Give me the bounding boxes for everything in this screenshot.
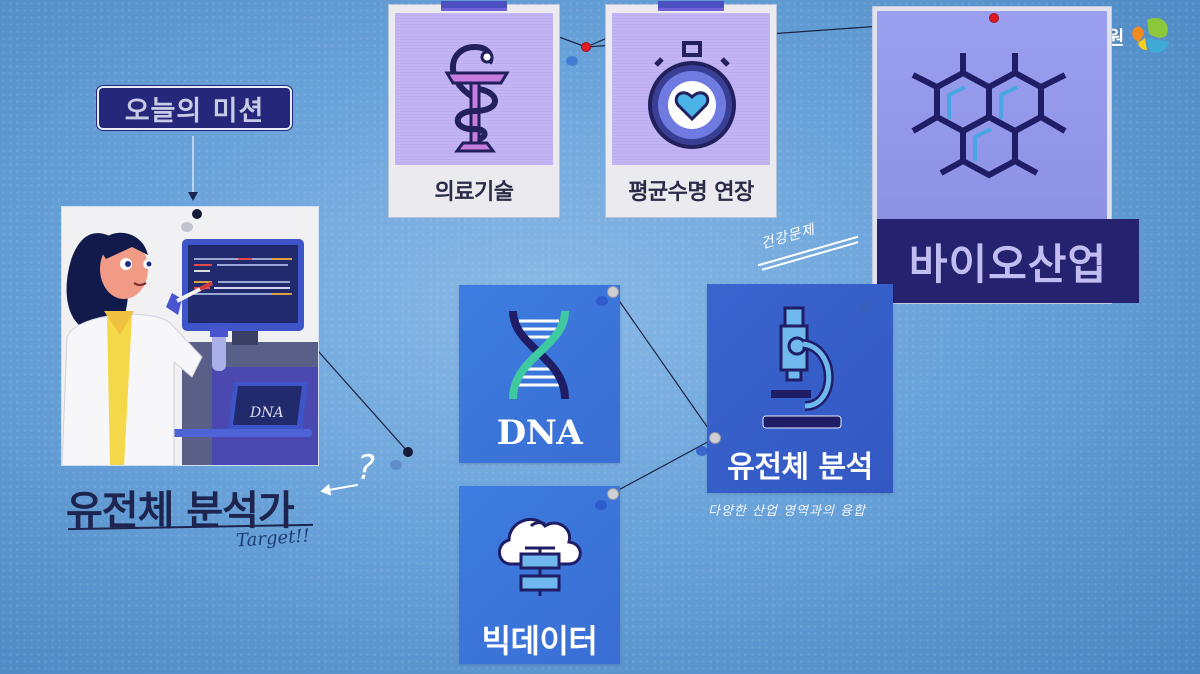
card-label: 유전체 분석 (727, 450, 873, 485)
health-note: 건강문제 (759, 221, 817, 253)
keis-logo-icon (1129, 16, 1171, 56)
pin-gray (607, 488, 619, 500)
question-mark: ? (357, 448, 376, 488)
scientist-illustration: DNA (61, 206, 319, 466)
pin-gray (709, 432, 721, 444)
pin-gray (607, 286, 619, 298)
caduceus-icon (395, 13, 553, 165)
card-label: DNA (496, 413, 583, 453)
pin-red (581, 42, 591, 52)
card-bigdata: 빅데이터 (459, 486, 620, 664)
pin-shadow (595, 500, 607, 510)
pin-shadow (566, 56, 578, 66)
card-lifespan: 평균수명 연장 (605, 1, 777, 218)
pin-shadow (390, 460, 402, 470)
card-label: 의료기술 (434, 180, 514, 205)
cloud-server-icon (498, 518, 582, 596)
card-label: 바이오산업 (877, 219, 1139, 303)
pin-shadow (858, 302, 870, 312)
stopwatch-heart-icon (612, 13, 770, 165)
pin-black (192, 209, 202, 219)
card-genome-analysis: 유전체 분석 (707, 284, 893, 493)
pin-red (989, 13, 999, 23)
microscope-icon (762, 306, 842, 429)
pin-shadow (596, 296, 608, 306)
pin-black (403, 447, 413, 457)
svg-text:DNA: DNA (249, 405, 284, 421)
target-note: Target!! (235, 525, 311, 552)
fusion-note: 다양한 산업 영역과의 융합 (708, 504, 866, 519)
card-label: 빅데이터 (481, 622, 598, 660)
clip (658, 1, 724, 11)
dna-icon (509, 310, 569, 400)
card-label: 평균수명 연장 (628, 180, 754, 205)
mission-badge: 오늘의 미션 (97, 86, 292, 130)
card-bio-industry: 바이오산업 (872, 6, 1139, 304)
pin-shadow (696, 446, 708, 456)
clip (441, 1, 507, 11)
card-dna: DNA (459, 285, 620, 463)
card-medical: 의료기술 (388, 1, 560, 218)
pin-shadow (181, 222, 193, 232)
arrow-left-icon (322, 483, 358, 493)
